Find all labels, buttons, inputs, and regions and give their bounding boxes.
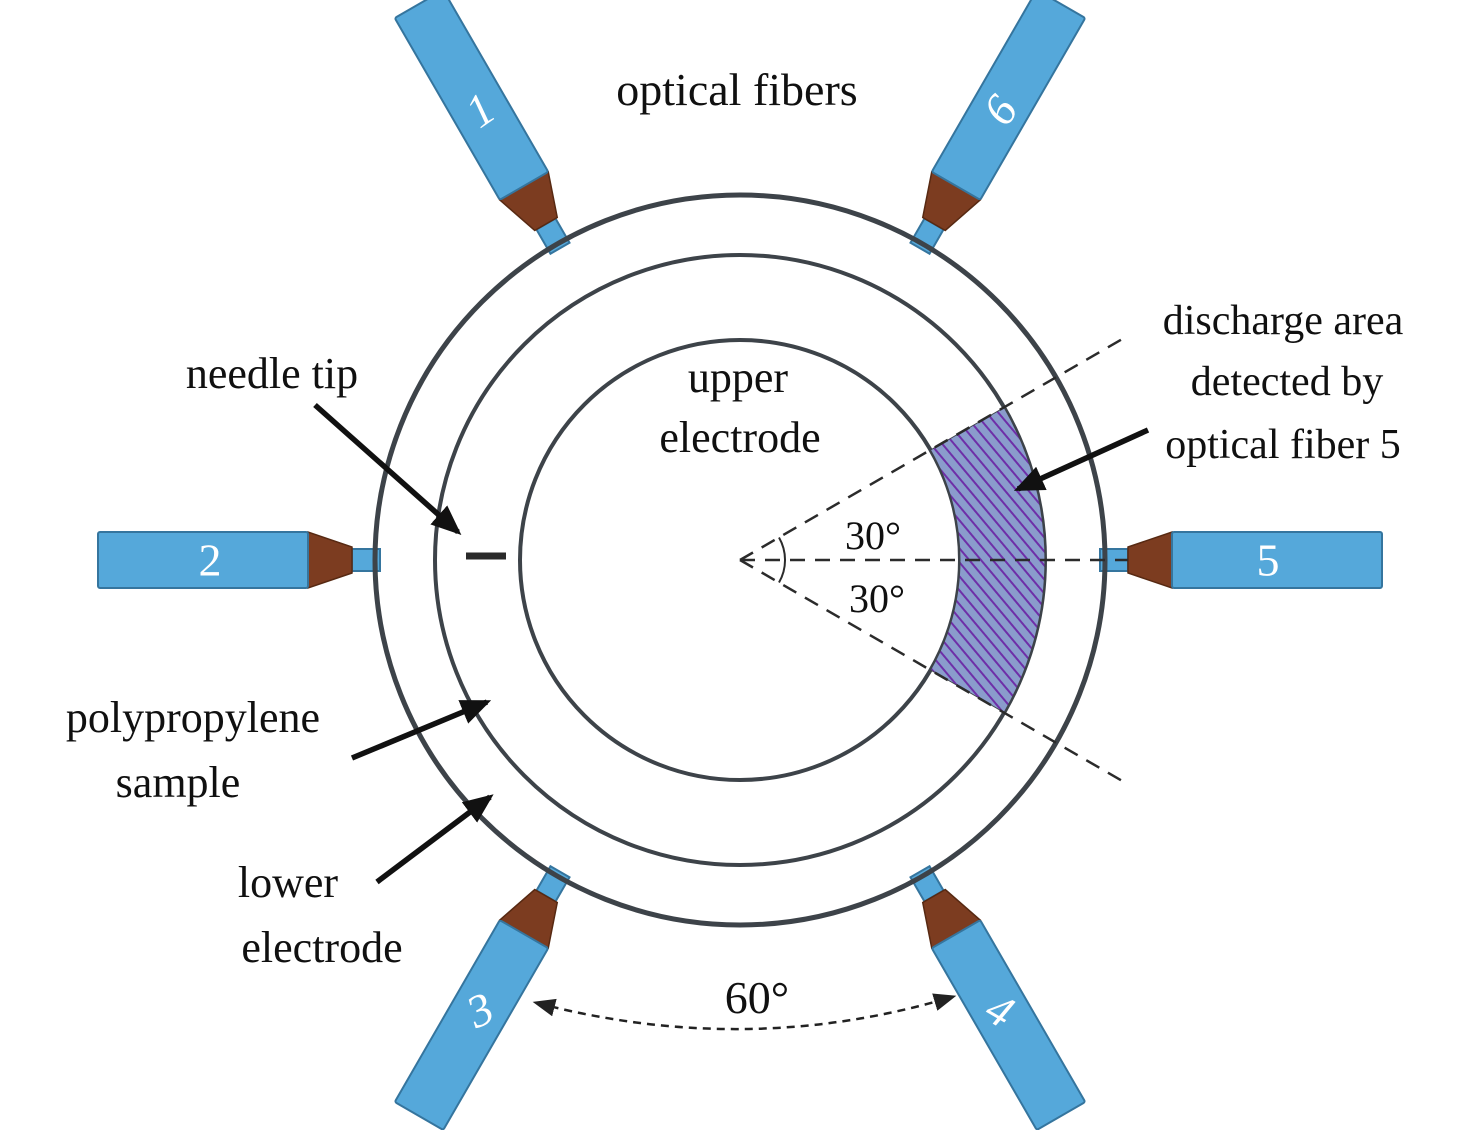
fiber-body bbox=[931, 0, 1086, 201]
fiber-2-label: 2 bbox=[199, 535, 222, 586]
discharge-area-arrow bbox=[1013, 427, 1150, 492]
polypropylene-sample-label-line1: polypropylene bbox=[66, 693, 320, 742]
angle-30-upper-label: 30° bbox=[845, 513, 901, 558]
discharge-area-label-line1: discharge area bbox=[1163, 298, 1404, 344]
fiber-body bbox=[97, 531, 309, 589]
polypropylene-sample-label-line2: sample bbox=[116, 758, 241, 807]
fiber-spacing-60-arrow bbox=[532, 993, 957, 1031]
fiber-6 bbox=[909, 0, 1086, 256]
lower-electrode-arrow bbox=[375, 794, 494, 885]
center-angle-arc bbox=[778, 537, 786, 583]
fiber-5-label: 5 bbox=[1257, 535, 1280, 586]
optical-fibers-label: optical fibers bbox=[616, 64, 857, 115]
upper-electrode-label-line1: upper bbox=[688, 353, 789, 402]
discharge-area-label-line2: detected by bbox=[1191, 359, 1383, 405]
angle-60-label: 60° bbox=[725, 972, 789, 1023]
lower-electrode-label-line2: electrode bbox=[241, 923, 402, 972]
fiber-tip-cone bbox=[1127, 530, 1173, 590]
fiber-1 bbox=[394, 0, 571, 256]
polypropylene-sample-arrow bbox=[350, 699, 492, 761]
fiber-3 bbox=[394, 864, 571, 1130]
needle-tip-label: needle tip bbox=[186, 349, 358, 398]
fiber-body bbox=[394, 919, 549, 1130]
fiber-body bbox=[931, 919, 1086, 1130]
fiber-body bbox=[394, 0, 549, 201]
upper-electrode-label-line2: electrode bbox=[659, 413, 820, 462]
lower-electrode-label-line1: lower bbox=[238, 858, 339, 907]
fiber-body bbox=[1171, 531, 1383, 589]
fiber-5 bbox=[1099, 530, 1383, 590]
fiber-2 bbox=[97, 530, 381, 590]
fiber-4 bbox=[909, 864, 1086, 1130]
fiber-tip-cone bbox=[307, 530, 353, 590]
discharge-area-label-line3: optical fiber 5 bbox=[1165, 422, 1401, 468]
angle-30-lower-label: 30° bbox=[849, 576, 905, 621]
needle-tip-arrow bbox=[313, 402, 462, 536]
